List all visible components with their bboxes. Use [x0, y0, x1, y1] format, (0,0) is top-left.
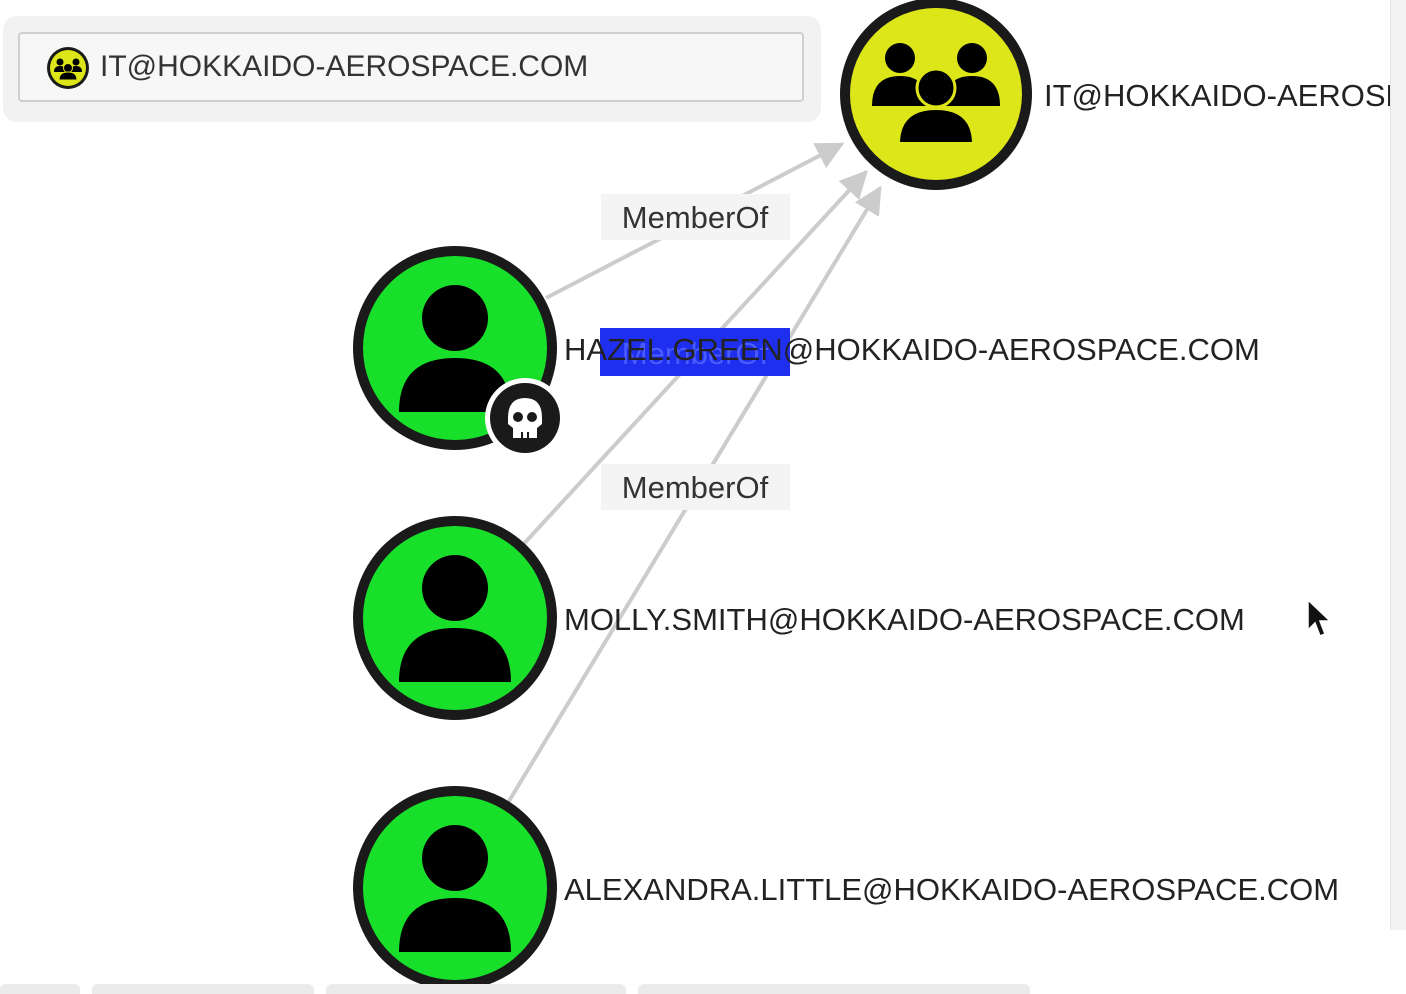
- bottom-tab-3[interactable]: [326, 984, 626, 994]
- skull-icon: [485, 378, 565, 458]
- node-group-it[interactable]: [840, 0, 1032, 190]
- user-icon: [399, 555, 511, 682]
- bottom-tab-1[interactable]: [0, 984, 80, 994]
- group-icon: [47, 47, 89, 89]
- search-input-value: IT@HOKKAIDO-AEROSPACE.COM: [100, 50, 589, 83]
- node-user-alexandra[interactable]: [353, 786, 557, 990]
- node-user-molly[interactable]: [353, 516, 557, 720]
- search-input[interactable]: IT@HOKKAIDO-AEROSPACE.COM: [18, 32, 804, 102]
- user-icon: [399, 825, 511, 952]
- edge-label-alexandra[interactable]: MemberOf: [601, 464, 790, 510]
- node-label-alexandra: ALEXANDRA.LITTLE@HOKKAIDO-AEROSPACE.COM: [564, 872, 1339, 907]
- edge-label-hazel-text: MemberOf: [622, 200, 769, 235]
- bottom-tab-2[interactable]: [92, 984, 314, 994]
- scrollbar[interactable]: [1390, 0, 1406, 930]
- node-label-group: IT@HOKKAIDO-AEROSPACE.COM: [1044, 78, 1406, 113]
- edge-label-hazel[interactable]: MemberOf: [601, 194, 790, 240]
- edge-label-alexandra-text: MemberOf: [622, 470, 769, 505]
- node-label-hazel: HAZEL.GREEN@HOKKAIDO-AEROSPACE.COM: [564, 332, 1260, 367]
- user-icon: [399, 285, 511, 412]
- edge-label-molly-selected[interactable]: MemberOf: [600, 328, 790, 376]
- node-user-hazel[interactable]: [353, 246, 565, 458]
- group-icon: [872, 43, 1000, 146]
- node-label-molly: MOLLY.SMITH@HOKKAIDO-AEROSPACE.COM: [564, 602, 1245, 637]
- search-panel: IT@HOKKAIDO-AEROSPACE.COM: [3, 16, 821, 122]
- edge-label-molly-text: MemberOf: [622, 336, 769, 371]
- mouse-cursor-icon: [1307, 598, 1332, 637]
- bottom-tab-4[interactable]: [638, 984, 1030, 994]
